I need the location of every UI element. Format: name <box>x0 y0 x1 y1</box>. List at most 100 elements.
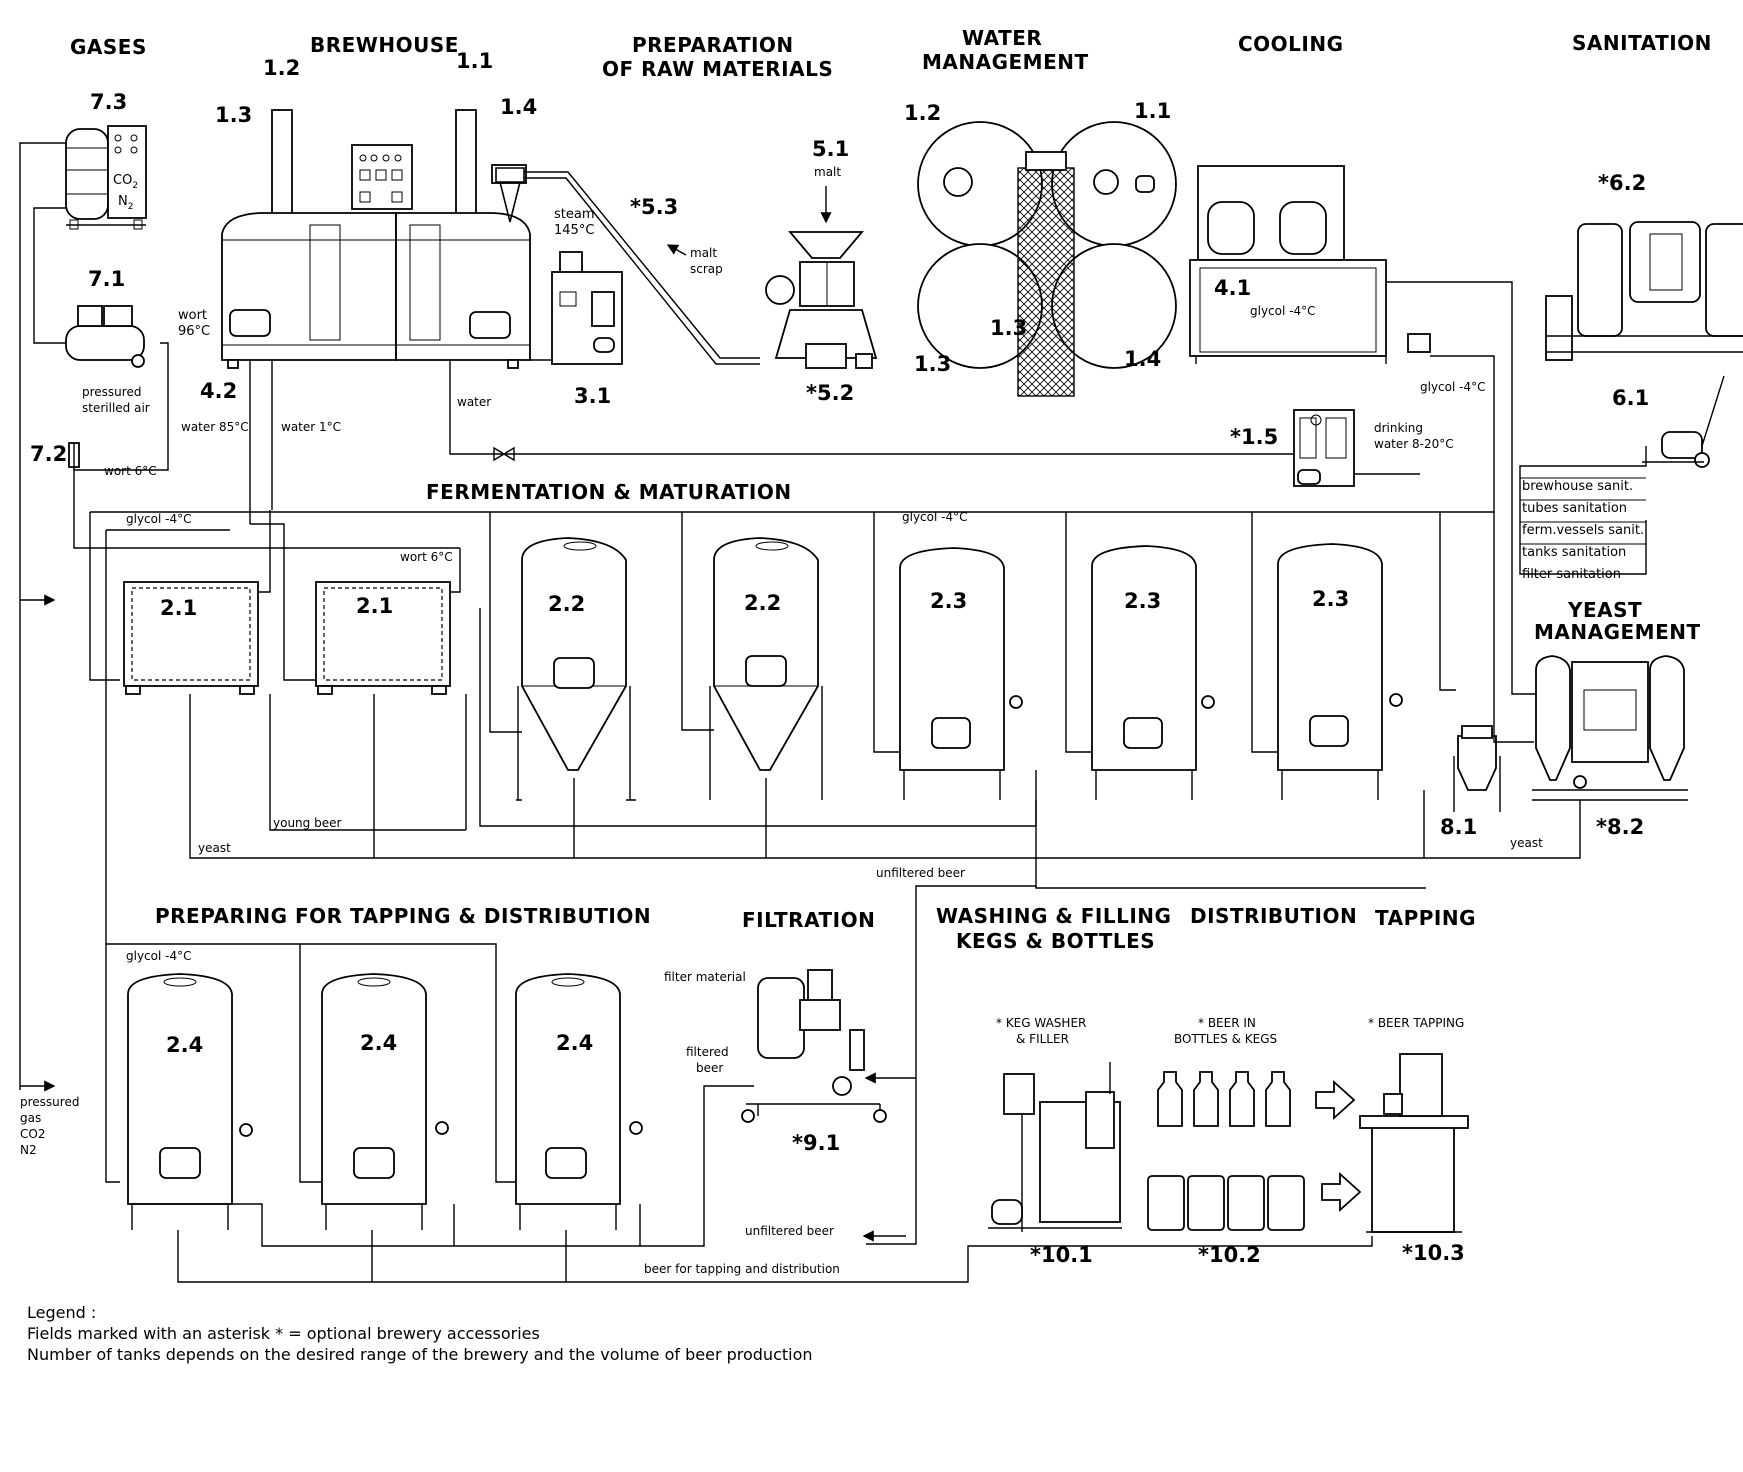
water-1-label: water 1°C <box>281 420 341 434</box>
filtered-beer-label-1: filtered <box>686 1045 729 1059</box>
wort-96-label-1: wort <box>178 308 207 323</box>
pressured-gas-label-2: gas <box>20 1111 41 1125</box>
water-85-label: water 85°C <box>181 420 249 434</box>
n2-label: N2 <box>118 194 133 212</box>
glycol-line-left <box>105 530 120 1183</box>
drinking-label-1: drinking <box>1374 421 1423 435</box>
steam-generator <box>551 251 623 365</box>
steam-label-2: 145°C <box>554 223 594 238</box>
section-brewhouse: BREWHOUSE <box>310 33 459 57</box>
code-2-4b: 2.4 <box>360 1031 397 1055</box>
air-compressor <box>65 305 145 368</box>
cip-sanitation-station <box>1545 221 1743 361</box>
pressured-air-label-2: sterilled air <box>82 401 150 415</box>
beer-tapping-station <box>1359 1053 1469 1233</box>
unfiltered-label-a: unfiltered beer <box>876 866 965 880</box>
beer-tapping-line-label: beer for tapping and distribution <box>644 1262 840 1276</box>
code-bh-1-2: 1.2 <box>263 56 300 80</box>
code-wm-1-3b: 1.3 <box>990 316 1027 340</box>
code-7-3: 7.3 <box>90 90 127 114</box>
section-sanitation: SANITATION <box>1572 31 1712 55</box>
section-water-line1: WATER <box>962 26 1042 50</box>
malt-mill <box>765 231 878 369</box>
section-distribution: DISTRIBUTION <box>1190 904 1357 928</box>
code-10-1: *10.1 <box>1030 1243 1093 1267</box>
code-8-1: 8.1 <box>1440 815 1477 839</box>
section-yeast-line2: MANAGEMENT <box>1534 620 1701 644</box>
unfiltered-beer-line <box>866 885 1037 1245</box>
cylindroconical-tank-2-2a <box>516 537 636 801</box>
bright-beer-tank-2-4a <box>127 973 253 1230</box>
storage-tank-2-3c <box>1277 543 1403 800</box>
code-2-3b: 2.3 <box>1124 589 1161 613</box>
pressured-gas-label-3: CO2 <box>20 1127 45 1141</box>
wort-96-label-2: 96°C <box>178 324 210 339</box>
filtered-beer-label-2: beer <box>696 1061 723 1075</box>
arrow-kegs-to-tapping <box>1321 1171 1362 1213</box>
glycol-label-c: glycol -4°C <box>126 949 191 963</box>
keg-washer-filler <box>988 1062 1122 1232</box>
section-raw-materials-line1: PREPARATION <box>632 33 794 57</box>
glycol-cooling-label: glycol -4°C <box>1250 304 1315 318</box>
section-washing-line1: WASHING & FILLING <box>936 904 1171 928</box>
sanitation-item-brewhouse: brewhouse sanit. <box>1522 479 1633 494</box>
malt-scrap-label-1: malt <box>690 246 717 260</box>
code-5-3: *5.3 <box>630 195 678 219</box>
code-2-4a: 2.4 <box>166 1033 203 1057</box>
pressured-air-label-1: pressured <box>82 385 141 399</box>
storage-tank-2-3a <box>899 547 1023 800</box>
open-fermenter-2-1b <box>315 581 451 695</box>
glycol-cooling-unit <box>1189 165 1431 364</box>
section-water-line2: MANAGEMENT <box>922 50 1089 74</box>
filter-material-label: filter material <box>664 970 746 984</box>
sanitation-item-filter: filter sanitation <box>1522 567 1621 582</box>
beer-tapping-label: * BEER TAPPING <box>1368 1016 1464 1030</box>
cip-pump-trolley <box>1642 375 1725 468</box>
code-2-2b: 2.2 <box>744 591 781 615</box>
yeast-line <box>189 694 1425 859</box>
code-10-2: *10.2 <box>1198 1243 1261 1267</box>
wort-6-label-a: wort 6°C <box>104 464 157 478</box>
arrow-to-tapping <box>1315 1079 1356 1121</box>
pressured-gas-label-1: pressured <box>20 1095 79 1109</box>
code-9-1: *9.1 <box>792 1131 840 1155</box>
code-3-1: 3.1 <box>574 384 611 408</box>
wort-6-label-b: wort 6°C <box>400 550 453 564</box>
co2-n2-gas-station <box>65 125 147 230</box>
yeast-management-station <box>1532 655 1688 801</box>
water-line <box>449 360 1294 455</box>
yeast-propagator <box>1453 725 1501 812</box>
code-5-1: 5.1 <box>812 137 849 161</box>
code-2-1b: 2.1 <box>356 594 393 618</box>
code-10-3: *10.3 <box>1402 1241 1465 1265</box>
section-filtration: FILTRATION <box>742 908 875 932</box>
malt-scrap-label-2: scrap <box>690 262 723 276</box>
malt-conveyor <box>524 171 760 359</box>
sanitation-item-tubes: tubes sanitation <box>1522 501 1627 516</box>
code-bh-1-3: 1.3 <box>215 103 252 127</box>
code-4-2: 4.2 <box>200 379 237 403</box>
code-5-2: *5.2 <box>806 381 854 405</box>
section-tapping-prep: PREPARING FOR TAPPING & DISTRIBUTION <box>155 904 651 928</box>
bright-beer-tank-2-4c <box>515 973 643 1230</box>
keg-washer-label-1: * KEG WASHER <box>996 1016 1086 1030</box>
beer-tapping-line <box>177 1230 1373 1283</box>
unfiltered-label-b: unfiltered beer <box>745 1224 834 1238</box>
water-treatment-unit <box>1293 409 1355 487</box>
sanitation-list: brewhouse sanit. tubes sanitation ferm.v… <box>1520 477 1646 582</box>
sanitation-item-ferm-vessels: ferm.vessels sanit. <box>1522 523 1644 538</box>
code-8-2: *8.2 <box>1596 815 1644 839</box>
glycol-line-bottom <box>106 943 520 1183</box>
code-2-3a: 2.3 <box>930 589 967 613</box>
drinking-label-2: water 8-20°C <box>1374 437 1454 451</box>
section-tapping: TAPPING <box>1375 906 1476 930</box>
bottles-and-kegs <box>1147 1071 1305 1231</box>
co2-label: CO2 <box>113 173 138 191</box>
glycol-label-b: glycol -4°C <box>902 510 967 524</box>
water-tanks <box>917 121 1177 397</box>
legend: Legend : Fields marked with an asterisk … <box>27 1303 813 1364</box>
code-6-1: 6.1 <box>1612 386 1649 410</box>
code-2-4c: 2.4 <box>556 1031 593 1055</box>
glycol-out-label: glycol -4°C <box>1420 380 1485 394</box>
